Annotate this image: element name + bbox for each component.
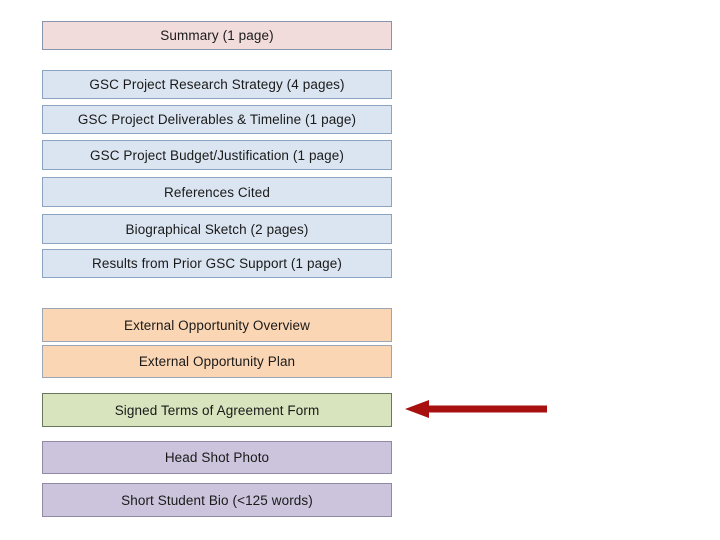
- doc-box-external-plan: External Opportunity Plan: [42, 345, 392, 378]
- red-left-arrow-icon: [403, 398, 549, 420]
- doc-box-short-student-bio: Short Student Bio (<125 words): [42, 483, 392, 517]
- doc-box-biographical-sketch: Biographical Sketch (2 pages): [42, 214, 392, 244]
- doc-box-prior-support-results: Results from Prior GSC Support (1 page): [42, 249, 392, 278]
- doc-box-head-shot-photo: Head Shot Photo: [42, 441, 392, 474]
- doc-box-signed-agreement-form: Signed Terms of Agreement Form: [42, 393, 392, 427]
- doc-box-references-cited: References Cited: [42, 177, 392, 207]
- doc-box-summary: Summary (1 page): [42, 21, 392, 50]
- doc-box-research-strategy: GSC Project Research Strategy (4 pages): [42, 70, 392, 99]
- doc-box-external-overview: External Opportunity Overview: [42, 308, 392, 342]
- doc-box-deliverables-timeline: GSC Project Deliverables & Timeline (1 p…: [42, 105, 392, 134]
- doc-box-budget-justification: GSC Project Budget/Justification (1 page…: [42, 140, 392, 170]
